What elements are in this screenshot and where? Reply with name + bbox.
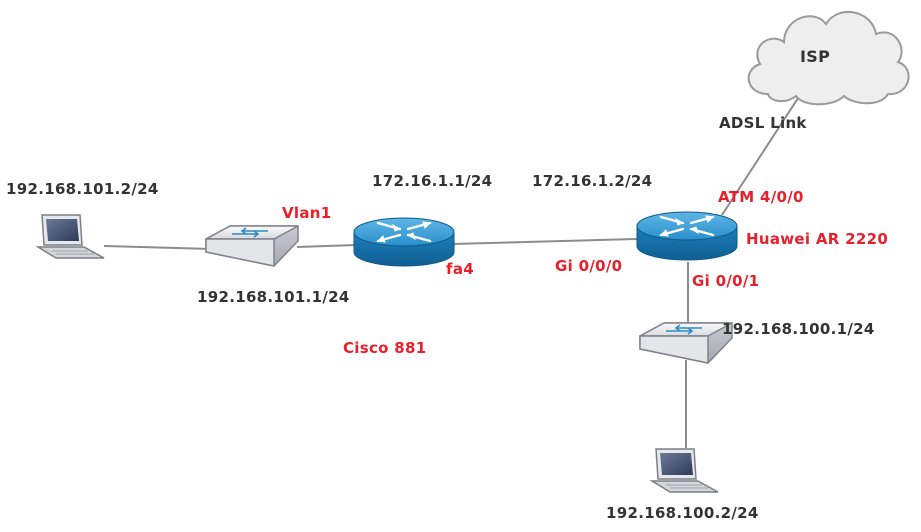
router-icon bbox=[353, 217, 455, 267]
laptop-icon bbox=[35, 214, 105, 259]
link-switch-left-to-cisco bbox=[296, 244, 357, 248]
switch-icon bbox=[205, 225, 299, 267]
left-switch-ip-label: 192.168.101.1/24 bbox=[197, 288, 350, 306]
cloud-icon bbox=[747, 10, 910, 106]
router-icon bbox=[636, 211, 738, 261]
cisco-name-label: Cisco 881 bbox=[343, 339, 427, 357]
cisco-vlan-label: Vlan1 bbox=[282, 204, 332, 222]
bottom-switch-ip-label: 192.168.100.1/24 bbox=[722, 320, 875, 338]
laptop-icon bbox=[649, 448, 719, 493]
link-laptop-left-to-switch-left bbox=[103, 245, 213, 250]
cisco-wan-ip-label: 172.16.1.1/24 bbox=[372, 172, 493, 190]
link-adsl-huawei-to-isp bbox=[721, 91, 803, 216]
switch-icon bbox=[639, 322, 733, 364]
huawei-atm-label: ATM 4/0/0 bbox=[718, 188, 804, 206]
isp-label: ISP bbox=[800, 47, 831, 66]
huawei-wan-ip-label: 172.16.1.2/24 bbox=[532, 172, 653, 190]
huawei-name-label: Huawei AR 2220 bbox=[746, 230, 889, 248]
link-cisco-to-huawei bbox=[451, 238, 639, 245]
adsl-link-label: ADSL Link bbox=[719, 114, 807, 132]
left-laptop-ip-label: 192.168.101.2/24 bbox=[6, 180, 159, 198]
huawei-gi1-label: Gi 0/0/1 bbox=[692, 272, 760, 290]
links bbox=[103, 91, 803, 448]
huawei-gi0-label: Gi 0/0/0 bbox=[555, 257, 623, 275]
bottom-laptop-ip-label: 192.168.100.2/24 bbox=[606, 504, 759, 522]
cisco-port-label: fa4 bbox=[446, 260, 474, 278]
